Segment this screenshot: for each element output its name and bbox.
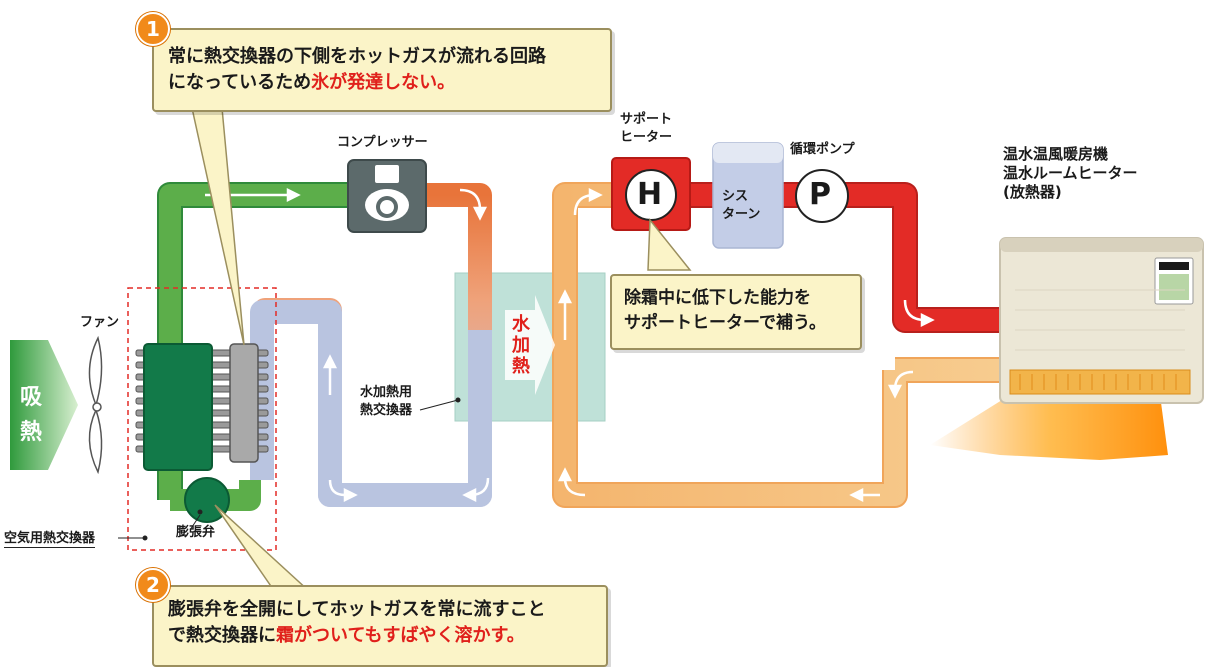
callout2-number-badge: 2 <box>136 568 170 602</box>
callout2-line2: で熱交換器に霜がついてもすばやく溶かす。 <box>168 623 545 649</box>
callout2-line2-prefix: で熱交換器に <box>168 625 276 646</box>
pump-symbol: P <box>809 177 831 212</box>
refrigerant-pipe-hot <box>253 183 492 507</box>
intake-air <box>10 340 78 470</box>
water-heating-arrow <box>505 295 555 395</box>
intake-label-2: 熱 <box>20 420 43 445</box>
water-heat-label-3: 熱 <box>512 356 530 377</box>
expansion-valve <box>184 477 230 523</box>
intake-label-1: 吸 <box>20 385 43 410</box>
callout2-line1: 膨張弁を全開にしてホットガスを常に流すこと <box>168 599 546 620</box>
unit-label-2: 温水ルームヒーター <box>1003 164 1138 182</box>
air-heat-exchanger <box>135 343 269 471</box>
leader-lines <box>118 397 461 541</box>
room-heater-unit <box>930 237 1204 460</box>
fan-label: ファン <box>80 315 120 330</box>
support-callout-line2: サポートヒーターで補う。 <box>624 313 826 333</box>
water-heat-label-2: 加 <box>512 335 530 356</box>
expansion-valve-label: 膨張弁 <box>176 525 216 540</box>
support-heater-label-1: サポート <box>620 112 673 127</box>
callout-ice-prevention: 常に熱交換器の下側をホットガスが流れる回路 になっているため氷が発達しない。 <box>152 28 612 112</box>
pump <box>795 169 849 223</box>
callout1-line1: 常に熱交換器の下側をホットガスが流れる回路 <box>168 46 546 67</box>
support-heater <box>611 157 691 231</box>
heater-symbol: H <box>637 177 663 212</box>
cistern <box>712 142 784 249</box>
pump-label: 循環ポンプ <box>790 142 855 157</box>
cistern-label-1: シス <box>722 189 749 204</box>
callout1-line2-prefix: になっているため <box>168 72 312 93</box>
support-callout-line1: 除霜中に低下した能力を <box>624 288 811 308</box>
fan <box>88 335 103 475</box>
unit-label-3: (放熱器) <box>1003 183 1062 201</box>
callout2-line2-highlight: 霜がついてもすばやく溶かす。 <box>276 625 525 646</box>
callout1-line2-highlight: 氷が発達しない。 <box>311 72 456 93</box>
callout-support-heater: 除霜中に低下した能力を サポートヒーターで補う。 <box>610 274 862 350</box>
unit-label-1: 温水温風暖房機 <box>1003 145 1109 163</box>
water-hx-label-1: 水加熱用 <box>360 385 413 400</box>
callout1-line2: になっているため氷が発達しない。 <box>168 70 546 96</box>
air-heat-exchanger-boundary <box>127 287 277 551</box>
air-hx-label: 空気用熱交換器 <box>4 531 96 548</box>
callout-rapid-defrost: 膨張弁を全開にしてホットガスを常に流すこと で熱交換器に霜がついてもすばやく溶か… <box>152 585 608 667</box>
support-heater-label-2: ヒーター <box>620 130 673 145</box>
compressor <box>347 159 427 233</box>
cistern-label-2: ターン <box>722 207 761 222</box>
callout1-number-badge: 1 <box>136 12 170 46</box>
water-heat-label-1: 水 <box>512 314 530 335</box>
compressor-label: コンプレッサー <box>337 135 428 150</box>
water-hx-label-2: 熱交換器 <box>360 403 413 418</box>
